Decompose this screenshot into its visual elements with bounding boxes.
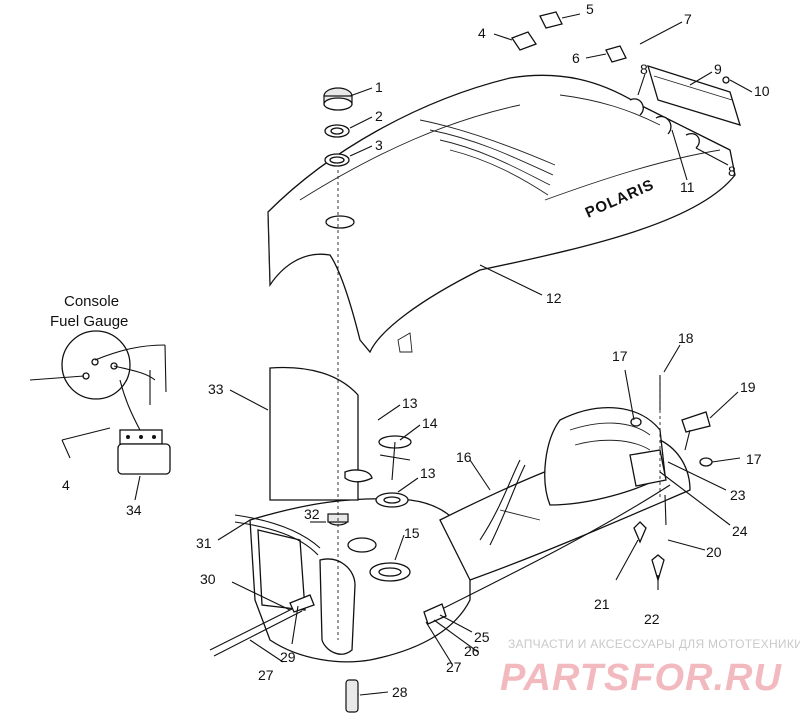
callout-numbers: 1 2 3 4 5 6 7 8 9 10 11 8 12 13 14 13 15… (62, 1, 770, 700)
callout-1: 1 (375, 79, 383, 95)
callout-4-tail: 4 (478, 25, 486, 41)
callout-17-top: 17 (612, 348, 628, 364)
callout-27-right: 27 (446, 659, 462, 675)
watermark-tagline: ЗАПЧАСТИ И АКСЕССУАРЫ ДЛЯ МОТОТЕХНИКИ (508, 637, 800, 651)
fuel-tank-assembly (209, 366, 713, 713)
callout-7: 7 (684, 11, 692, 27)
console-fuel-gauge: Console Fuel Gauge (29, 293, 171, 475)
seat-assembly: POLARIS (267, 74, 736, 354)
callout-24: 24 (732, 523, 748, 539)
callout-2: 2 (375, 108, 383, 124)
callout-25: 25 (474, 629, 490, 645)
callout-13-top: 13 (402, 395, 418, 411)
callout-10: 10 (754, 83, 770, 99)
callout-8-bottom: 8 (728, 163, 736, 179)
callout-12: 12 (546, 290, 562, 306)
callout-6: 6 (572, 50, 580, 66)
tail-light-parts (511, 11, 741, 149)
callout-5: 5 (586, 1, 594, 17)
callout-11: 11 (680, 179, 695, 195)
callout-28: 28 (392, 684, 408, 700)
callout-leaders (61, 13, 753, 696)
console-label-line1: Console (64, 293, 119, 310)
console-label-line2: Fuel Gauge (50, 313, 128, 330)
callout-26: 26 (464, 643, 480, 659)
callout-34: 34 (126, 502, 142, 518)
callout-8-top: 8 (640, 61, 648, 77)
callout-33: 33 (208, 381, 224, 397)
watermark: ЗАПЧАСТИ И АКСЕССУАРЫ ДЛЯ МОТОТЕХНИКИ PA… (500, 637, 800, 699)
callout-19: 19 (740, 379, 756, 395)
callout-15: 15 (404, 525, 420, 541)
callout-30: 30 (200, 571, 216, 587)
watermark-logo: PARTSFOR.RU (500, 657, 782, 699)
callout-4-console: 4 (62, 477, 70, 493)
gas-cap-parts (323, 87, 353, 167)
callout-9: 9 (714, 61, 722, 77)
callout-14: 14 (422, 415, 438, 431)
callout-17-bottom: 17 (746, 451, 762, 467)
callout-3: 3 (375, 137, 383, 153)
callout-13-bottom: 13 (420, 465, 436, 481)
callout-16: 16 (456, 449, 472, 465)
callout-31: 31 (196, 535, 212, 551)
callout-29: 29 (280, 649, 296, 665)
callout-23: 23 (730, 487, 746, 503)
callout-18: 18 (678, 330, 694, 346)
callout-22: 22 (644, 611, 660, 627)
callout-32: 32 (304, 506, 320, 522)
callout-21: 21 (594, 596, 610, 612)
callout-20: 20 (706, 544, 722, 560)
callout-27-left: 27 (258, 667, 274, 683)
